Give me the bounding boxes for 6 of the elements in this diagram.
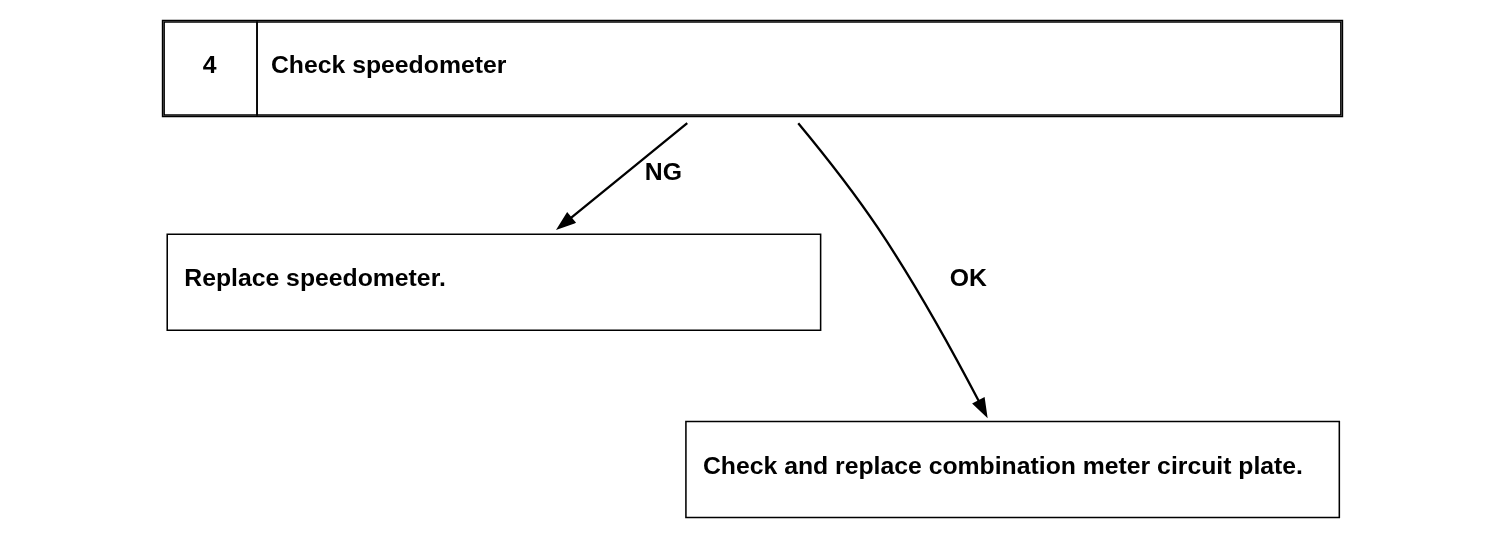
arrow [555,122,688,231]
node-box: Replace speedometer. [165,233,821,331]
edge-label: NG [644,157,682,185]
node-box: Check and replace combination meter circuit plate. [684,420,1340,519]
edge-label: OK [949,264,987,292]
arrow [796,122,988,419]
